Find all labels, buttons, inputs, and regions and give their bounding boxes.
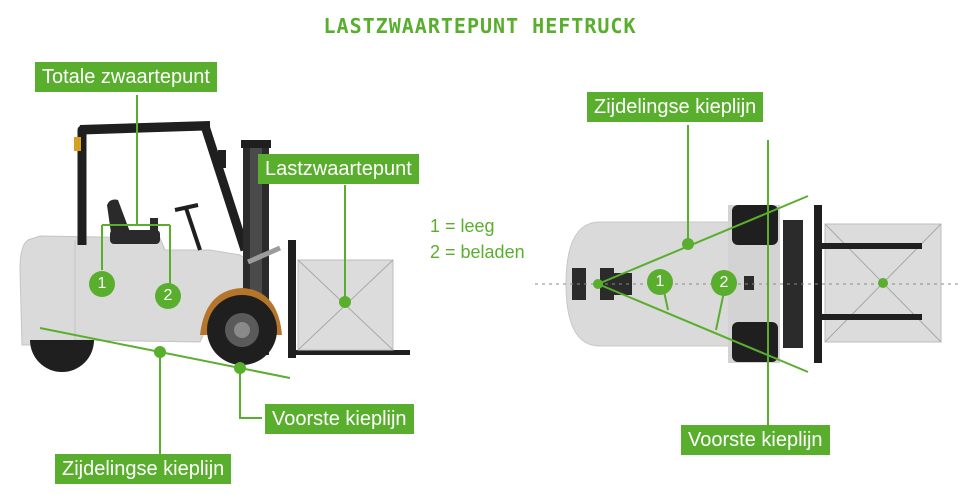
- marker-empty-left: 1: [89, 271, 115, 297]
- left-annotation-dots: [154, 296, 351, 374]
- right-annotation-dots: [593, 238, 888, 289]
- legend-loaded: 2 = beladen: [430, 242, 525, 262]
- label-front-tip-right: Voorste kieplijn: [681, 425, 830, 455]
- marker-loaded-right: 2: [711, 270, 737, 296]
- label-total-cog: Totale zwaartepunt: [35, 62, 217, 92]
- label-front-tip-left: Voorste kieplijn: [265, 404, 414, 434]
- marker-loaded-left: 2: [155, 283, 181, 309]
- label-side-tip-right: Zijdelingse kieplijn: [587, 92, 764, 122]
- marker-empty-right: 1: [647, 269, 673, 295]
- label-side-tip-left: Zijdelingse kieplijn: [55, 454, 232, 484]
- label-load-cog: Lastzwaartepunt: [258, 154, 419, 184]
- left-annotation-lines: [39, 95, 346, 455]
- right-annotation-lines: [535, 125, 960, 425]
- diagram-title: LASTZWAARTEPUNT HEFTRUCK: [323, 14, 637, 38]
- legend-empty: 1 = leeg: [430, 216, 495, 236]
